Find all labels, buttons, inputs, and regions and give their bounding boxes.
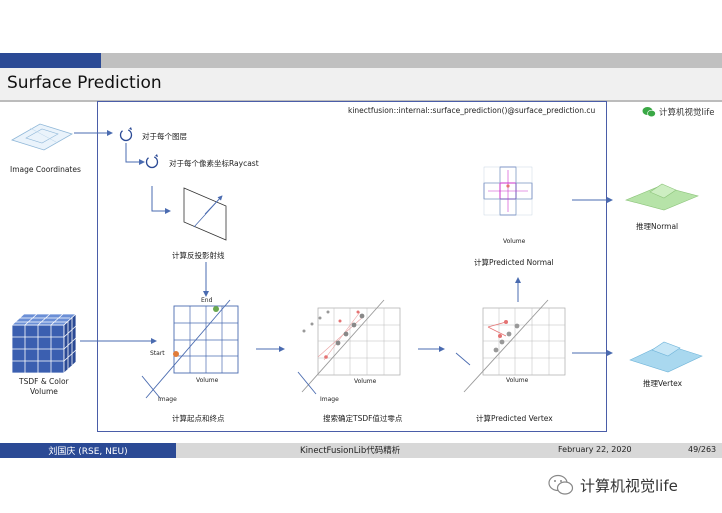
- brand-top-text: 计算机视觉life: [659, 108, 715, 118]
- label-start-end: 计算起点和终点: [172, 414, 225, 423]
- loop-pixels-icon: [145, 154, 159, 169]
- footer-doc-title: KinectFusionLib代码精析: [300, 446, 401, 456]
- predicted-vertex-grid: [455, 299, 566, 393]
- watermark-text: 计算机视觉life: [580, 476, 678, 495]
- grid3-volume-label: Volume: [506, 377, 529, 384]
- vertex-surface-graphic: [629, 341, 703, 373]
- brand-top: 计算机视觉life: [642, 106, 714, 118]
- footer-author-text: 刘国庆 (RSE, NEU): [48, 447, 128, 457]
- label-search-zero: 搜索确定TSDF值过零点: [323, 414, 403, 423]
- grid1-volume-label: Volume: [196, 377, 219, 384]
- arrow-layer-to-pixel: [125, 143, 145, 165]
- label-predicted-normal-calc: 计算Predicted Normal: [474, 258, 554, 267]
- header-bar-accent: [0, 53, 101, 68]
- wechat-icon: [642, 107, 656, 118]
- footer-author: 刘国庆 (RSE, NEU): [0, 443, 176, 458]
- grid2-volume-label: Volume: [354, 378, 377, 385]
- tsdf-volume-cube: [10, 313, 78, 374]
- label-predicted-vertex-calc: 计算Predicted Vertex: [476, 414, 553, 423]
- watermark: 计算机视觉life: [548, 474, 678, 496]
- grid1-start-label: Start: [150, 350, 165, 357]
- ray-projection-graphic: [183, 187, 227, 241]
- grid1-end-label: End: [201, 297, 213, 304]
- wechat-watermark-icon: [548, 474, 574, 495]
- label-tsdf-line1: TSDF & Color: [19, 377, 69, 386]
- pipeline-frame: [97, 101, 607, 432]
- label-push-normal: 推理Normal: [636, 222, 679, 231]
- normal-surface-graphic: [625, 183, 699, 211]
- start-end-grid: [141, 299, 239, 399]
- title-band: [0, 68, 722, 100]
- grid2-image-label: Image: [320, 396, 339, 403]
- label-loop-layers: 对于每个图层: [142, 132, 187, 141]
- image-coordinates-graphic: [11, 123, 73, 151]
- slide-title: Surface Prediction: [7, 73, 162, 93]
- footer-bar: [176, 443, 722, 458]
- code-reference: kinectfusion::internal::surface_predicti…: [348, 106, 596, 115]
- footer-date: February 22, 2020: [558, 445, 632, 454]
- grid1-image-label: Image: [158, 396, 177, 403]
- normal-volume-label: Volume: [503, 238, 526, 245]
- loop-layers-icon: [119, 127, 133, 142]
- header-bar: [101, 53, 722, 68]
- predicted-normal-grid: [483, 166, 533, 216]
- label-image-coordinates: Image Coordinates: [10, 165, 81, 174]
- zero-crossing-grid: [297, 299, 401, 395]
- label-tsdf-line2: Volume: [30, 387, 58, 396]
- arrow-pixel-to-ray: [151, 186, 171, 214]
- footer-page-number: 49/263: [688, 445, 717, 454]
- label-push-vertex: 推理Vertex: [643, 379, 683, 388]
- label-loop-pixels: 对于每个像素坐标Raycast: [169, 159, 259, 168]
- label-backproject: 计算反投影射线: [172, 251, 225, 260]
